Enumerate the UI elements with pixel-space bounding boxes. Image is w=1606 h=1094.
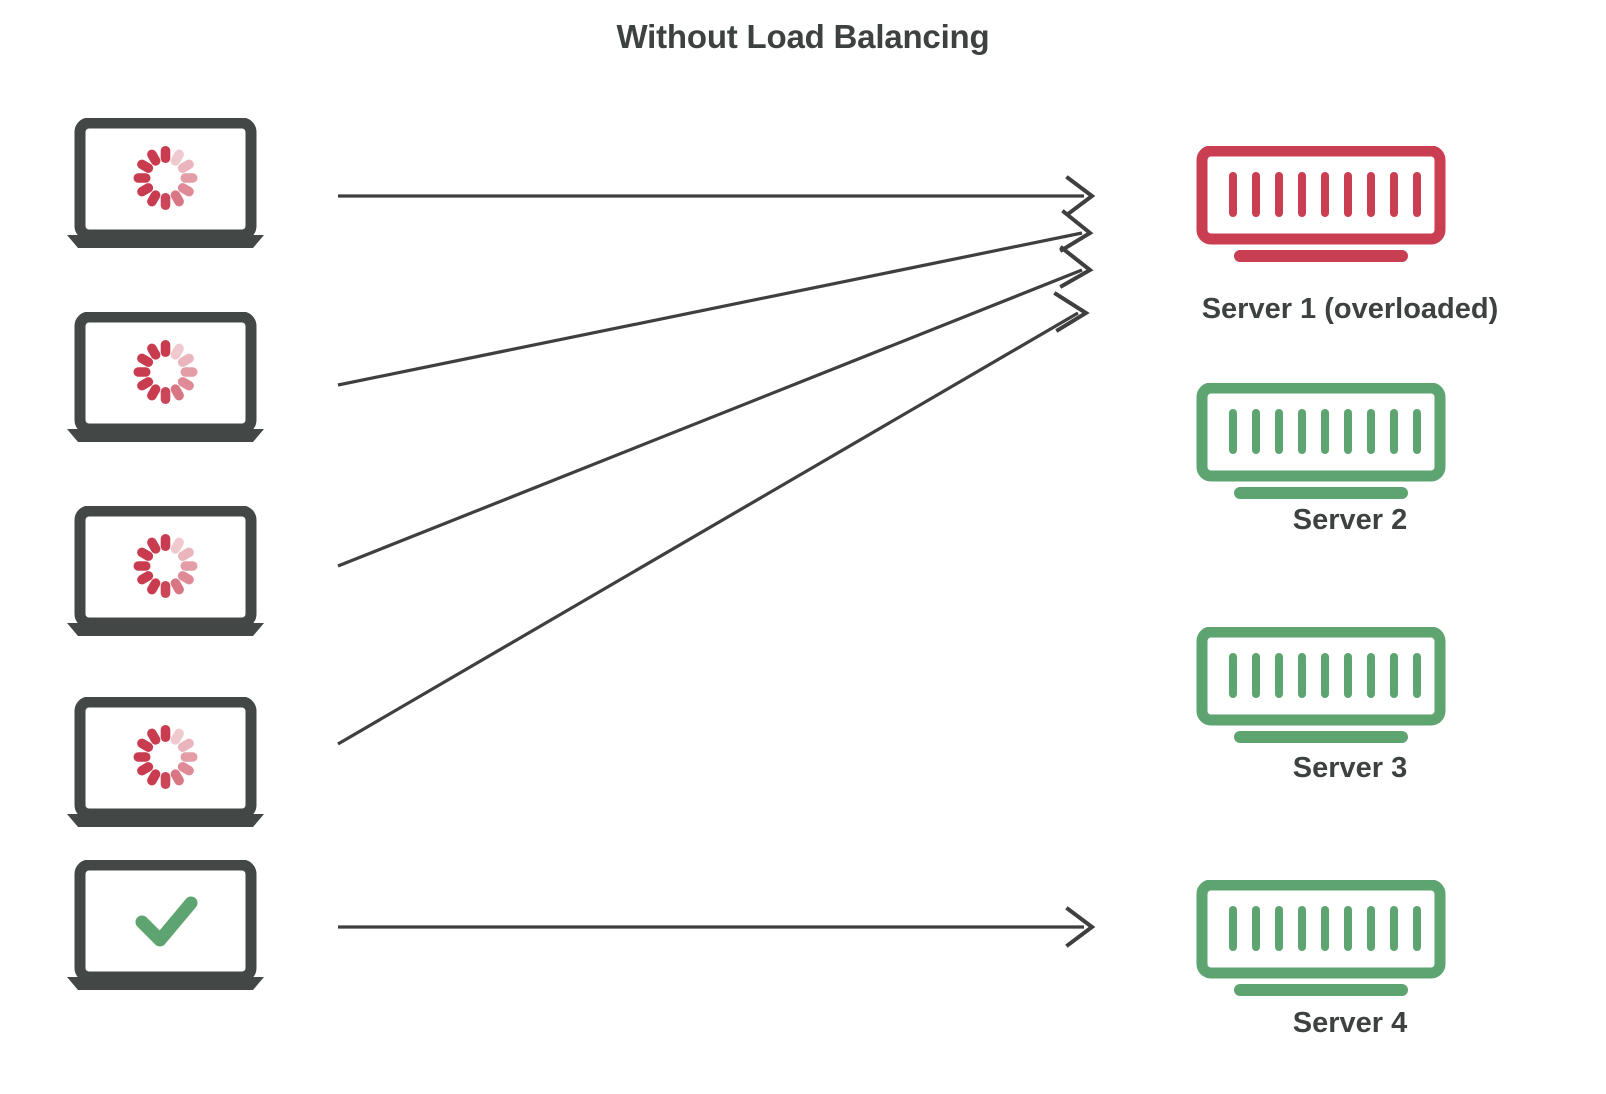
laptop-icon [67,117,264,248]
connection-client3-to-server1 [337,268,1083,568]
spinner-icon [133,725,198,789]
laptop-icon [67,505,264,636]
server-label-3: Server 3 [1292,752,1408,784]
server-rack-icon [1196,382,1446,499]
laptop-icon [67,696,264,827]
connection-client4-to-server1 [337,311,1079,746]
server-label-2: Server 2 [1292,504,1408,536]
spinner-icon [133,146,198,210]
laptop-icon [67,859,264,990]
client-laptop-4[interactable] [63,696,268,830]
server-rack-icon [1196,626,1446,743]
arrowhead-5 [1065,906,1096,948]
server-icon-3[interactable] [1196,626,1446,745]
server-label-1: Server 1 (overloaded) [1201,293,1499,325]
arrowhead-2 [1059,209,1094,253]
check-icon [135,896,198,947]
connection-client2-to-server1 [337,231,1083,387]
server-label-4: Server 4 [1292,1007,1408,1039]
arrowhead-4 [1053,291,1090,333]
arrowhead-3 [1059,245,1094,289]
arrowhead-1 [1065,175,1096,217]
spinner-icon [133,534,198,598]
server-icon-2[interactable] [1196,382,1446,501]
server-icon-1[interactable] [1196,145,1446,264]
spinner-icon [133,340,198,404]
client-laptop-1[interactable] [63,117,268,251]
server-rack-icon [1196,879,1446,996]
clients-column [0,0,340,1094]
client-laptop-2[interactable] [63,311,268,445]
servers-column: Server 1 (overloaded) Server 2 [1150,0,1550,1094]
server-rack-icon [1196,145,1446,262]
laptop-icon [67,311,264,442]
server-icon-4[interactable] [1196,879,1446,998]
page-title: Without Load Balancing [616,18,990,55]
client-laptop-5[interactable] [63,859,268,993]
client-laptop-3[interactable] [63,505,268,639]
